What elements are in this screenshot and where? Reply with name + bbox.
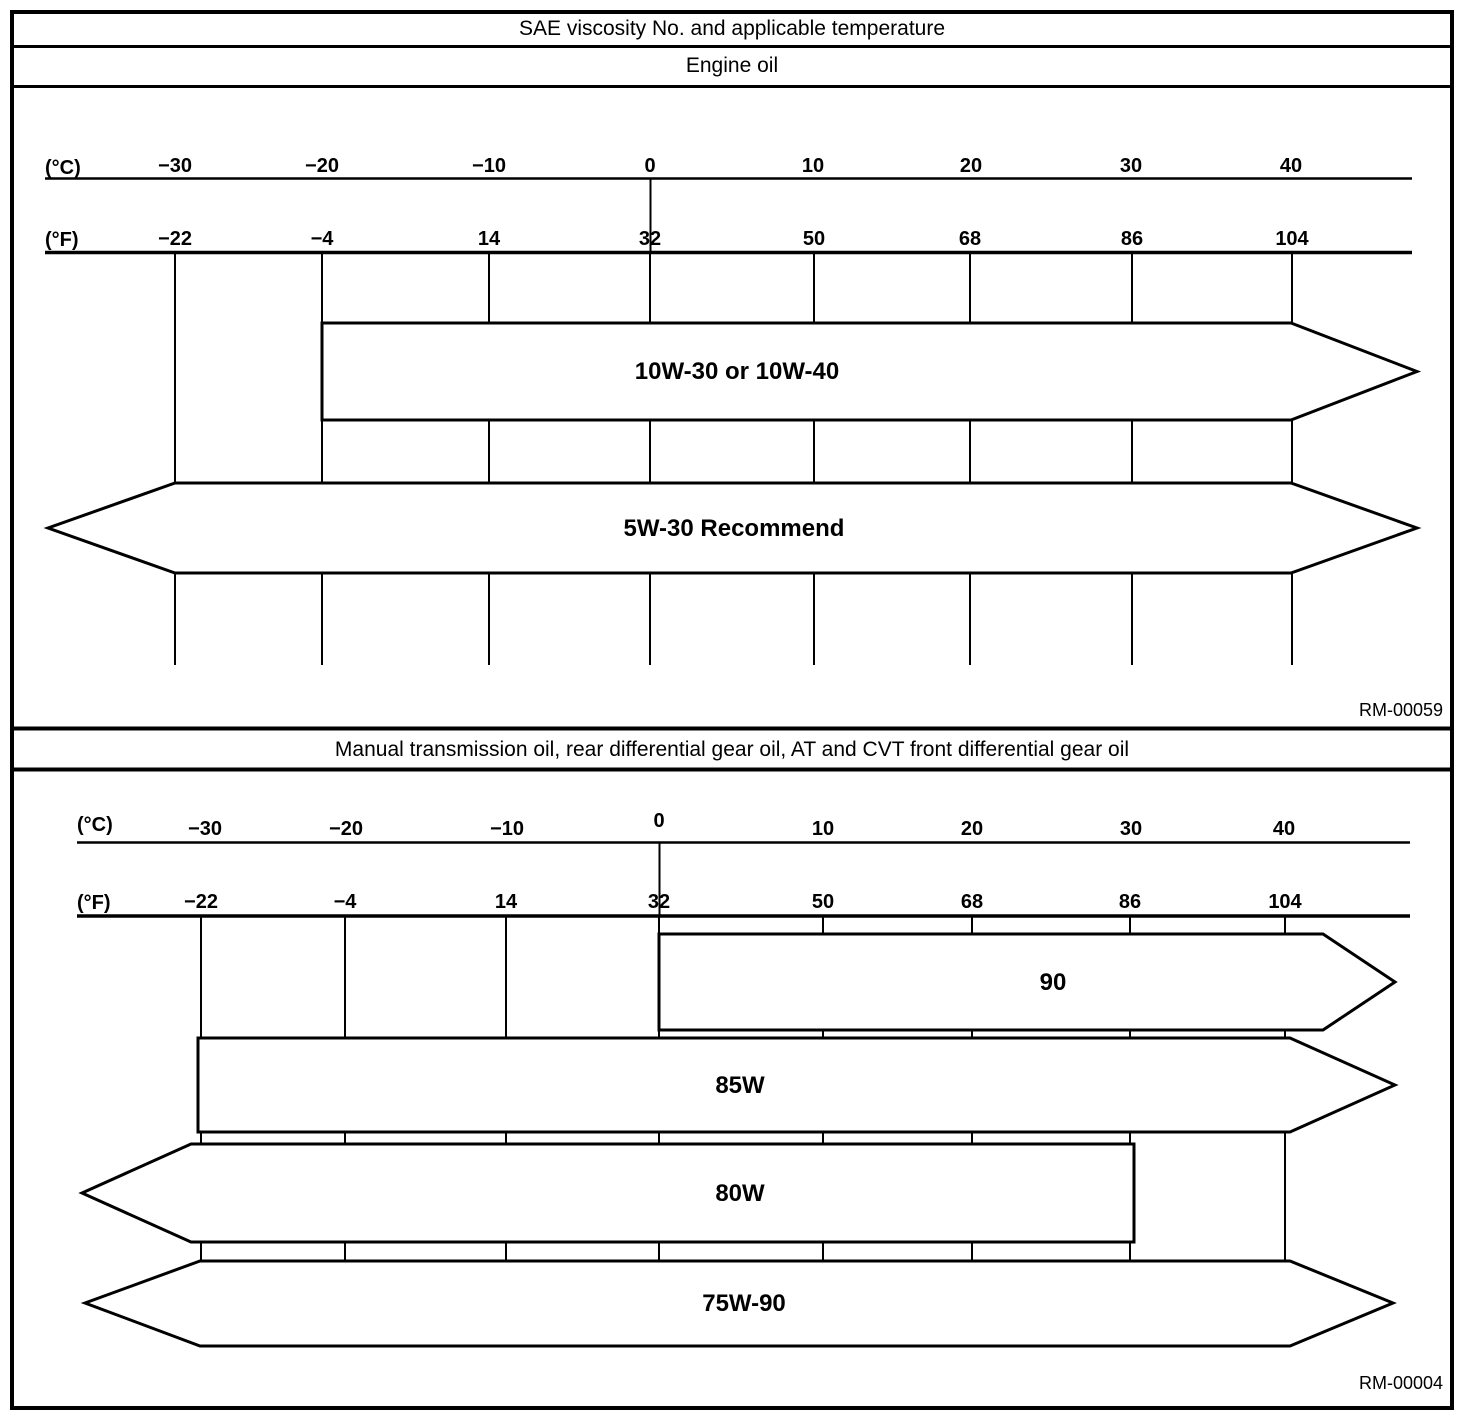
celsius-tick-label: 20 xyxy=(961,818,983,840)
fahrenheit-tick-label: 32 xyxy=(639,228,661,250)
viscosity-band-label: 85W xyxy=(715,1072,765,1099)
celsius-scale-label: (°C) xyxy=(45,157,81,179)
fahrenheit-tick-label: 14 xyxy=(495,891,518,913)
celsius-scale-label: (°C) xyxy=(77,814,113,836)
page-title: SAE viscosity No. and applicable tempera… xyxy=(518,17,946,40)
fahrenheit-tick-label: −22 xyxy=(158,228,192,250)
engine-section-title: Engine oil xyxy=(685,54,779,77)
celsius-tick-label: 40 xyxy=(1273,818,1295,840)
viscosity-band-label: 10W-30 or 10W-40 xyxy=(635,358,839,385)
viscosity-band-label: 90 xyxy=(1040,969,1067,996)
celsius-tick-label: 10 xyxy=(802,155,824,177)
fahrenheit-scale-label: (°F) xyxy=(45,229,79,251)
viscosity-band-90 xyxy=(657,932,1398,1032)
celsius-tick-label: −10 xyxy=(472,155,506,177)
fahrenheit-tick-label: 32 xyxy=(648,891,670,913)
outer-border xyxy=(10,10,1454,1410)
celsius-tick-label: −30 xyxy=(188,818,222,840)
celsius-tick-label: 30 xyxy=(1120,818,1142,840)
celsius-tick-label: −20 xyxy=(329,818,363,840)
viscosity-band-label: 80W xyxy=(715,1180,765,1207)
fahrenheit-tick-label: 104 xyxy=(1275,228,1309,250)
fahrenheit-tick-label: −4 xyxy=(311,228,335,250)
fahrenheit-tick-label: −22 xyxy=(184,891,218,913)
viscosity-band-80w xyxy=(78,1142,1136,1244)
celsius-tick-label: 0 xyxy=(653,810,664,832)
fahrenheit-tick-label: 50 xyxy=(812,891,834,913)
viscosity-band-10w30 xyxy=(320,321,1422,422)
fahrenheit-tick-label: 68 xyxy=(959,228,981,250)
celsius-tick-label: 40 xyxy=(1280,155,1302,177)
fahrenheit-tick-label: 68 xyxy=(961,891,983,913)
celsius-tick-label: −10 xyxy=(490,818,524,840)
viscosity-band-label: 5W-30 Recommend xyxy=(624,515,845,542)
celsius-tick-label: 30 xyxy=(1120,155,1142,177)
celsius-tick-label: 0 xyxy=(644,155,655,177)
figure-ref-code: RM-00004 xyxy=(1358,1373,1443,1393)
celsius-tick-label: 10 xyxy=(812,818,834,840)
viscosity-band-85w xyxy=(196,1036,1399,1134)
fahrenheit-tick-label: −4 xyxy=(334,891,358,913)
viscosity-band-5w30 xyxy=(43,481,1422,575)
engine-oil-chart: (°C) −30 −20 −10 0 10 20 30 40 (°F) −22 … xyxy=(43,155,1422,665)
celsius-tick-label: −30 xyxy=(158,155,192,177)
fahrenheit-tick-label: 86 xyxy=(1119,891,1141,913)
celsius-tick-label: 20 xyxy=(960,155,982,177)
fahrenheit-scale-label: (°F) xyxy=(77,892,111,914)
celsius-tick-label: −20 xyxy=(305,155,339,177)
figure-ref-code: RM-00059 xyxy=(1358,700,1443,720)
fahrenheit-tick-label: 104 xyxy=(1268,891,1302,913)
gear-section-title: Manual transmission oil, rear differenti… xyxy=(334,738,1130,761)
gear-oil-chart: (°C) −30 −20 −10 0 10 20 30 40 (°F) −22 … xyxy=(77,810,1410,1348)
fahrenheit-tick-label: 14 xyxy=(478,228,501,250)
fahrenheit-tick-label: 50 xyxy=(803,228,825,250)
fahrenheit-tick-label: 86 xyxy=(1121,228,1143,250)
viscosity-band-75w90 xyxy=(80,1259,1397,1348)
viscosity-band-label: 75W-90 xyxy=(702,1290,786,1317)
